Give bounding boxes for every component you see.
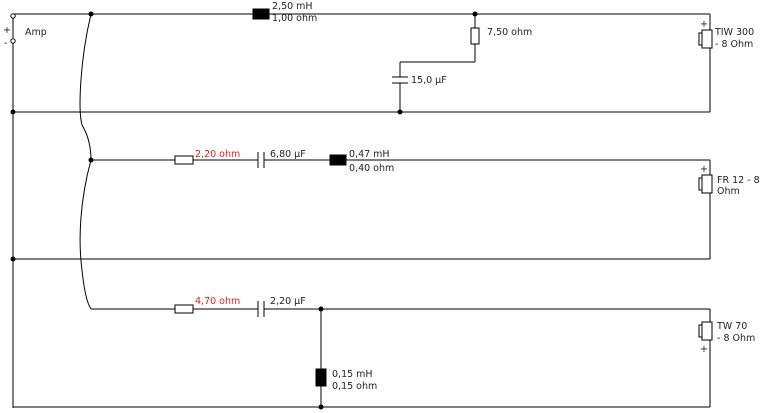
speaker-top-name2: - 8 Ohm <box>715 39 753 50</box>
inductor-mid-value2: 0,40 ohm <box>349 163 394 174</box>
speaker-mid <box>701 174 713 194</box>
inductor-bot-value2: 0,15 ohm <box>332 381 377 392</box>
junction-dot <box>10 256 16 262</box>
speaker-bot-name1: TW 70 <box>716 321 747 332</box>
inductor-mid <box>329 154 347 166</box>
speaker-mid-name1: FR 12 - 8 <box>717 175 760 186</box>
junction-dot <box>88 157 94 163</box>
inductor-top-value1: 2,50 mH <box>272 1 313 12</box>
junction-dot <box>318 306 324 312</box>
inductor-mid-value1: 0,47 mH <box>349 149 390 160</box>
amp-minus-terminal <box>10 38 16 44</box>
capacitor-bot-value: 2,20 µF <box>270 296 306 307</box>
speaker-top-name1: TIW 300 <box>714 27 754 38</box>
amp-minus-sign: - <box>4 38 7 49</box>
inductor-top <box>252 8 270 20</box>
amp-plus-terminal <box>10 13 16 19</box>
junction-dot <box>88 11 94 17</box>
branch-bot: 4,70 ohm 2,20 µF 0,15 mH 0,15 ohm + TW 7… <box>174 296 755 392</box>
speaker-top-cone <box>698 32 703 46</box>
inductor-top-value2: 1,00 ohm <box>272 13 317 24</box>
speaker-top <box>701 29 713 49</box>
speaker-bot-cone <box>698 324 703 338</box>
resistor-bot <box>174 304 194 314</box>
junction-dot <box>472 11 478 17</box>
resistor-bot-value: 4,70 ohm <box>195 296 240 307</box>
speaker-mid-cone <box>698 177 703 191</box>
speaker-bot-name2: - 8 Ohm <box>717 333 755 344</box>
amp-label: Amp <box>25 27 47 38</box>
junction-dot <box>10 109 16 115</box>
resistor-mid-value: 2,20 ohm <box>195 149 240 160</box>
amp-plus-sign: + <box>3 25 11 36</box>
resistor-top-value: 7,50 ohm <box>487 27 532 38</box>
speaker-mid-plus: + <box>700 164 708 175</box>
capacitor-mid-value: 6,80 µF <box>270 149 306 160</box>
resistor-top <box>470 27 480 45</box>
speaker-bot <box>701 321 713 341</box>
resistor-mid <box>174 155 194 165</box>
junction-dot <box>397 109 403 115</box>
branch-mid: 2,20 ohm 6,80 µF 0,47 mH 0,40 ohm + FR 1… <box>174 149 760 197</box>
inductor-bot <box>315 368 327 387</box>
branch-top: 2,50 mH 1,00 ohm 7,50 ohm 15,0 µF + TIW … <box>252 1 754 86</box>
capacitor-top-value: 15,0 µF <box>411 75 447 86</box>
junctions <box>10 11 478 410</box>
speaker-bot-plus: + <box>700 344 708 355</box>
junction-dot <box>318 404 324 410</box>
speaker-top-plus: + <box>700 19 708 30</box>
inductor-bot-value1: 0,15 mH <box>332 369 373 380</box>
speaker-mid-name2: Ohm <box>717 186 740 197</box>
wires <box>12 13 711 408</box>
amp-terminals: + - Amp <box>3 13 47 49</box>
